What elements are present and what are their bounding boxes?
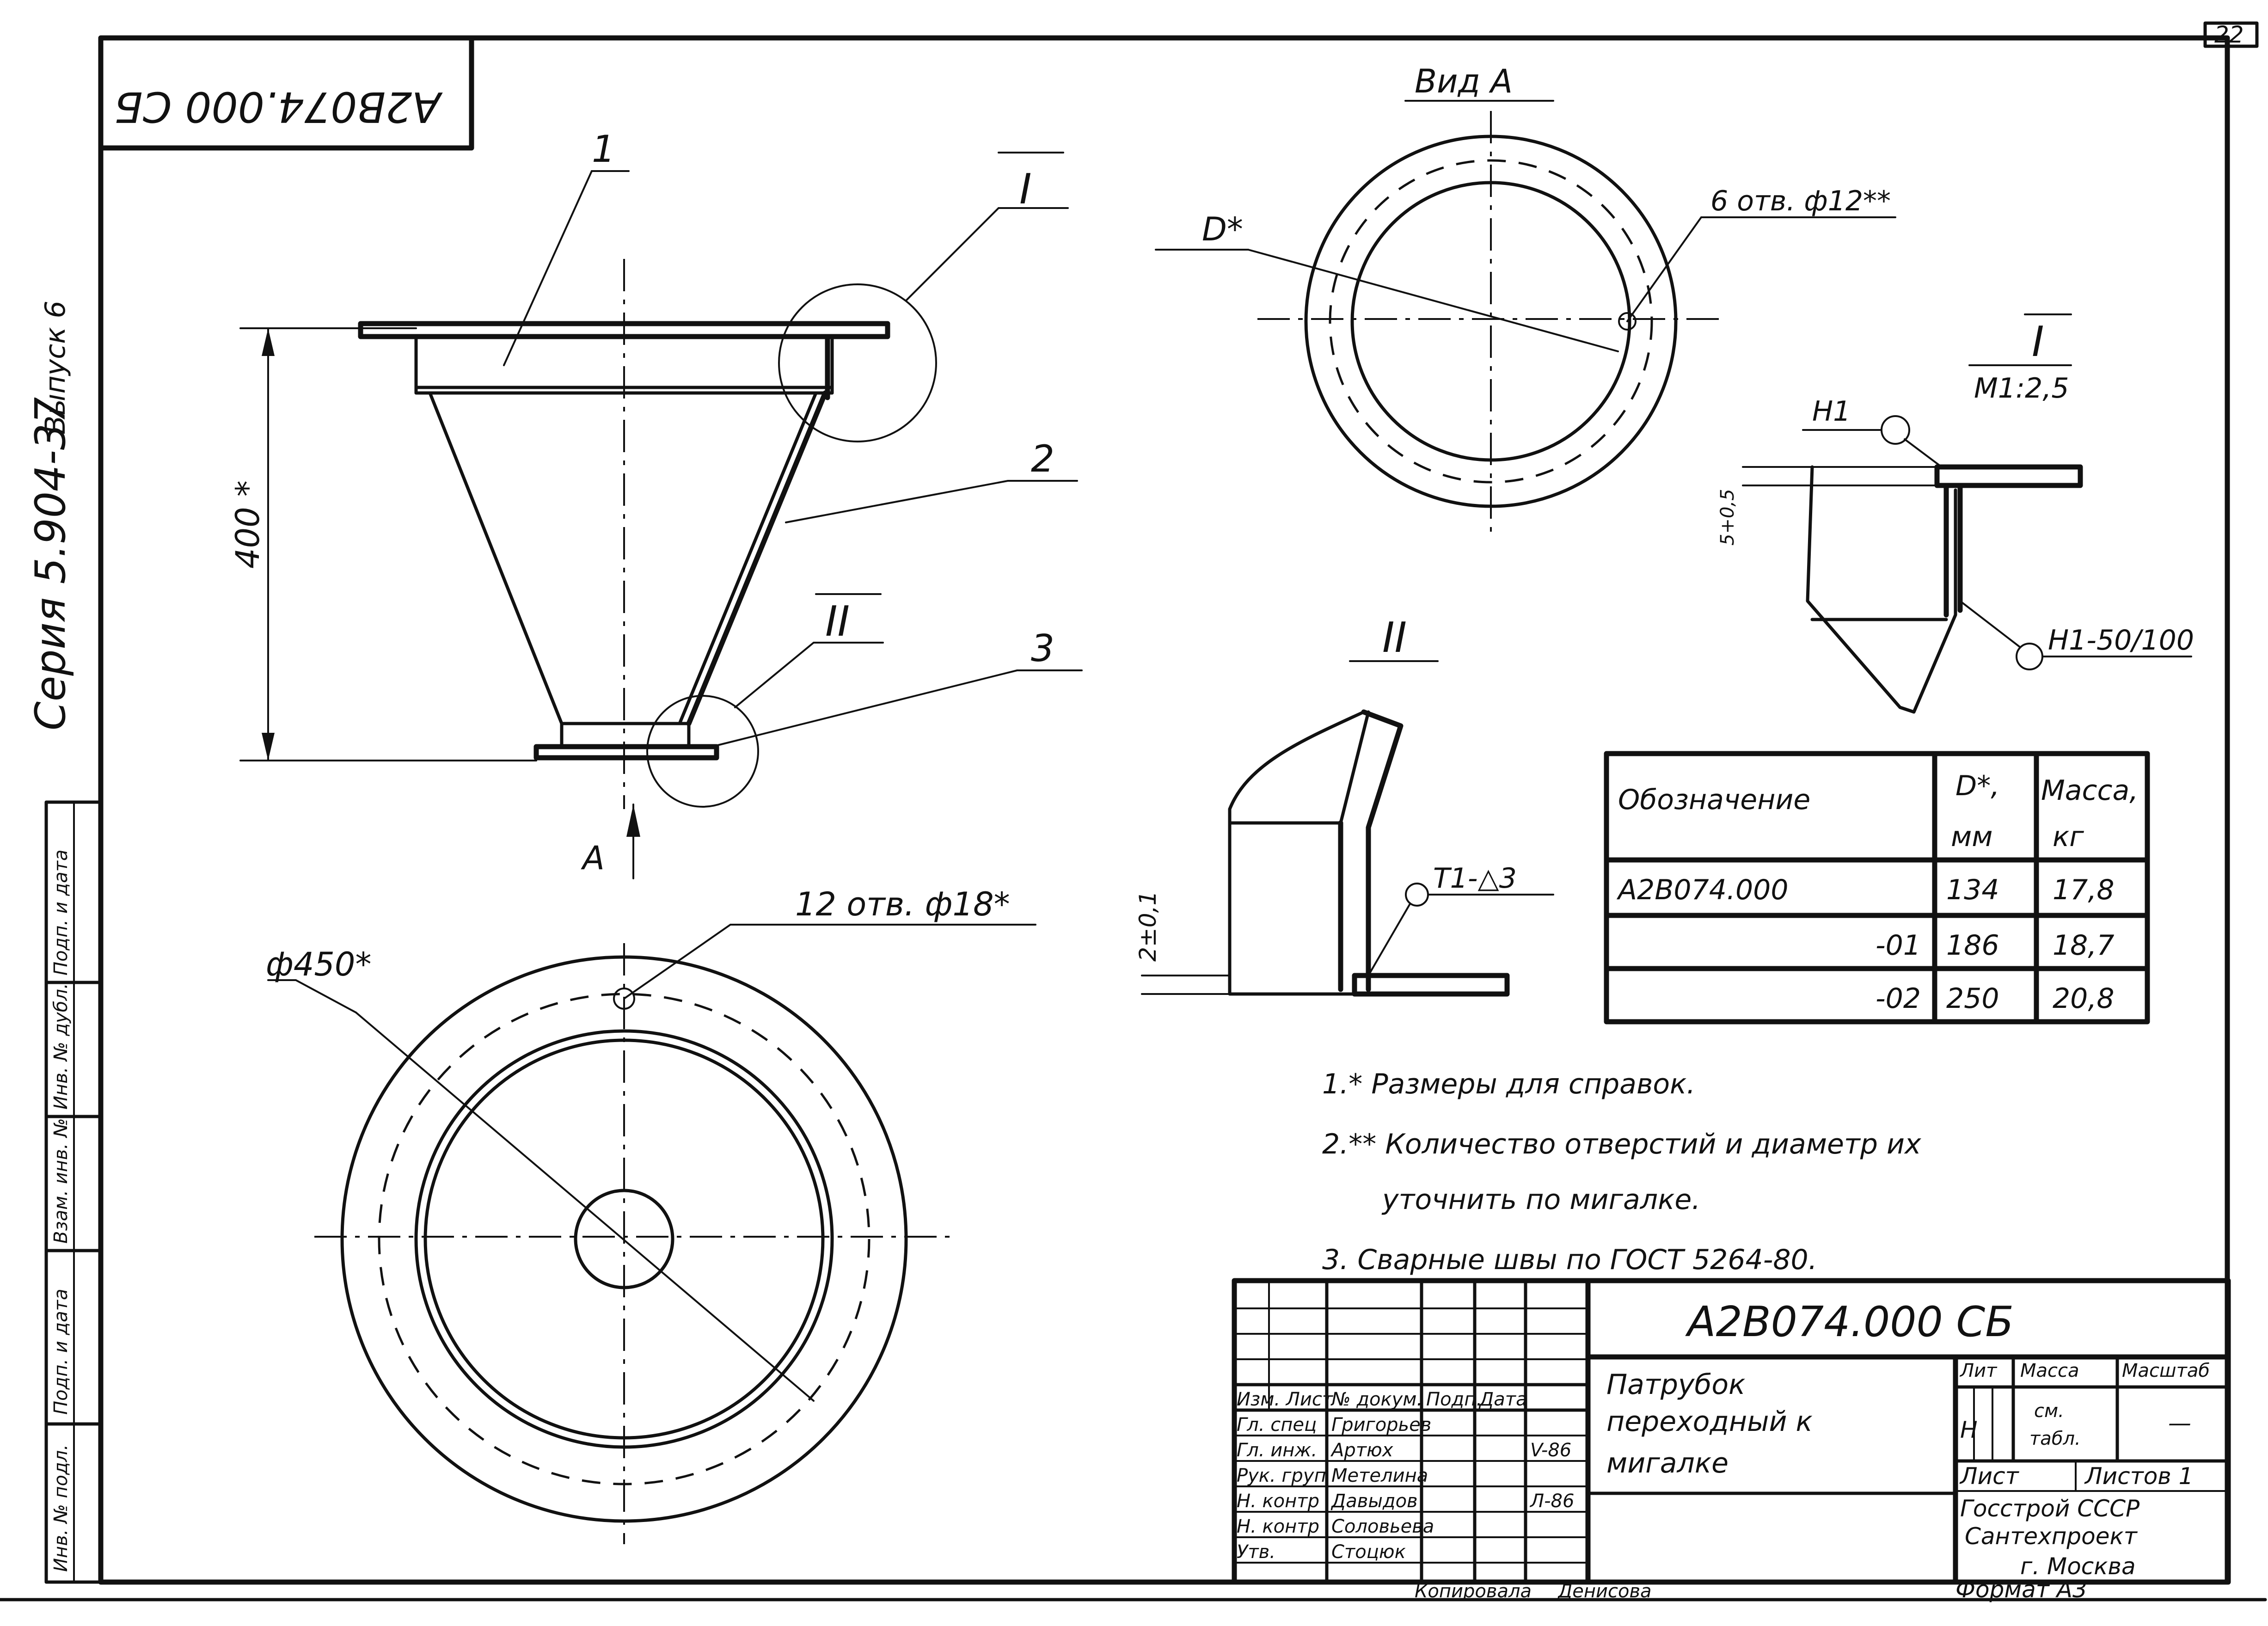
strip-cell-2: Инв. № дубл. [50,983,72,1110]
series-label: Серия 5.904-37 [26,397,75,730]
title-org-3: г. Москва [2020,1553,2136,1580]
title-name-2: переходный к [1606,1405,1813,1438]
title-lit-value: Н [1960,1417,1978,1443]
sig-role-6: Утв. [1237,1541,1275,1563]
detail-2-dim: 2±0,1 [1134,891,1161,962]
spec-unit-d: мм [1951,821,1993,853]
title-org-1: Госстрой СССР [1960,1495,2140,1522]
top-stamp: А2В074.000 СБ [98,35,474,151]
title-mass-value-2: табл. [2029,1428,2081,1449]
sig-name-6: Стоцюк [1331,1541,1406,1563]
spec-row-2-d: 186 [1946,929,1999,962]
strip-cell-4: Подп. и дата [50,1289,72,1415]
sig-head-sign: Подп. [1426,1389,1482,1410]
bottom-view: ф450* 12 отв. ф18* [266,885,1036,1544]
spec-row-1-d: 134 [1946,874,1999,906]
title-format: Формат А3 [1955,1576,2087,1603]
top-stamp-code: А2В074.000 СБ [114,82,443,131]
sig-date-4: Л-86 [1529,1491,1574,1512]
detail-ref-1: I [1019,165,1032,214]
title-block: А2В074.000 СБ Патрубок переходный к мига… [1232,1278,2231,1603]
detail-1-dim: 5+0,5 [1717,489,1738,546]
view-a: Вид А D* 6 отв. ф12** [1155,62,1896,532]
main-view: 1 2 3 I II 400 * A [229,128,1083,879]
sig-role-4: Н. контр [1237,1491,1319,1512]
spec-row-3-code: -02 [1876,982,1921,1015]
left-strip: Подп. и дата Инв. № дубл. Взам. инв. № П… [44,800,103,1584]
sheet-number: 22 [2214,21,2244,48]
sig-head-role: Изм. Лист [1237,1389,1334,1410]
sig-head-name: № докум. [1330,1389,1422,1410]
spec-row-2-code: -01 [1876,929,1921,962]
view-arrow-label: A [581,839,605,877]
sig-date-2: V-86 [1530,1440,1571,1461]
view-a-title: Вид А [1415,62,1513,100]
spec-row-1-code: А2В074.000 [1616,874,1789,906]
spec-header-code: Обозначение [1618,784,1810,816]
sig-name-3: Метелина [1331,1465,1428,1486]
title-scale-header: Масштаб [2122,1360,2210,1381]
copier-name: Денисова [1557,1581,1652,1602]
position-1: 1 [592,128,615,171]
title-lit-header: Лит [1959,1360,1998,1381]
title-sheets-label: Листов 1 [2084,1463,2193,1490]
detail-1: I М1:2,5 Н1 Н1-50/100 5+0,5 [1717,313,2194,714]
title-mass-value-1: см. [2034,1400,2064,1422]
spec-header-d: D*, [1955,770,1999,802]
spec-row-2-mass: 18,7 [2053,929,2115,962]
copied-by-label: Копировала [1415,1581,1532,1602]
detail-1-scale: М1:2,5 [1974,372,2069,405]
title-block-code: А2В074.000 СБ [1685,1298,2014,1346]
sig-name-1: Григорьев [1331,1414,1431,1436]
signature-grid: Изм. Лист № докум. Подп. Дата Гл. спец Г… [1232,1279,1590,1584]
bottom-view-holes: 12 отв. ф18* [795,885,1010,923]
note-2: 2.** Количество отверстий и диаметр их [1322,1128,1921,1160]
detail-1-title: I [2032,318,2044,366]
issue-label: Выпуск 6 [39,301,72,435]
spec-unit-mass: кг [2053,821,2084,853]
detail-2-weld: Т1-△3 [1433,862,1517,895]
height-dimension: 400 * [229,480,267,569]
title-scale-value: — [2168,1410,2191,1436]
strip-cell-1: Подп. и дата [50,850,72,976]
title-mass-header: Масса [2020,1360,2079,1381]
detail-ref-2: II [825,597,850,646]
note-3: 3. Сварные швы по ГОСТ 5264-80. [1322,1244,1817,1276]
sig-name-2: Артюх [1330,1440,1393,1461]
detail-1-weld-top: Н1 [1812,395,1851,428]
sig-name-4: Давыдов [1330,1491,1418,1512]
series-labels: Серия 5.904-37 Выпуск 6 [26,301,75,730]
title-sheet-label: Лист [1959,1463,2020,1490]
spec-header-mass: Масса, [2041,774,2138,807]
sig-role-2: Гл. инж. [1237,1440,1317,1461]
title-org-2: Сантехпроект [1965,1523,2138,1550]
strip-cell-5: Инв. № подл. [50,1444,72,1572]
spec-row-3-d: 250 [1946,982,1999,1015]
title-name-1: Патрубок [1606,1368,1745,1401]
title-name-3: мигалке [1606,1447,1729,1479]
detail-2: II Т1-△3 2±0,1 [1134,614,1554,997]
strip-cell-3: Взам. инв. № [50,1118,72,1244]
detail-1-weld-bottom: Н1-50/100 [2048,624,2194,657]
sheet-frame: 22 [0,21,2267,1601]
sig-role-3: Рук. груп [1237,1465,1326,1486]
position-3: 3 [1031,627,1054,670]
sig-head-date: Дата [1478,1389,1527,1410]
note-2-cont: уточнить по мигалке. [1381,1184,1700,1216]
detail-2-title: II [1382,614,1407,662]
bottom-view-dia: ф450* [266,945,371,983]
sig-role-1: Гл. спец [1237,1414,1317,1436]
sig-role-5: Н. контр [1237,1516,1319,1537]
spec-row-3-mass: 20,8 [2053,982,2115,1015]
view-a-d-label: D* [1202,210,1243,248]
sig-name-5: Соловьева [1331,1516,1434,1537]
note-1: 1.* Размеры для справок. [1322,1068,1695,1100]
notes: 1.* Размеры для справок. 2.** Количество… [1322,1068,1921,1276]
spec-row-1-mass: 17,8 [2053,874,2115,906]
view-a-holes-label: 6 отв. ф12** [1710,185,1891,217]
spec-table: Обозначение D*, мм Масса, кг А2В074.000 … [1604,751,2150,1025]
position-2: 2 [1031,437,1054,480]
